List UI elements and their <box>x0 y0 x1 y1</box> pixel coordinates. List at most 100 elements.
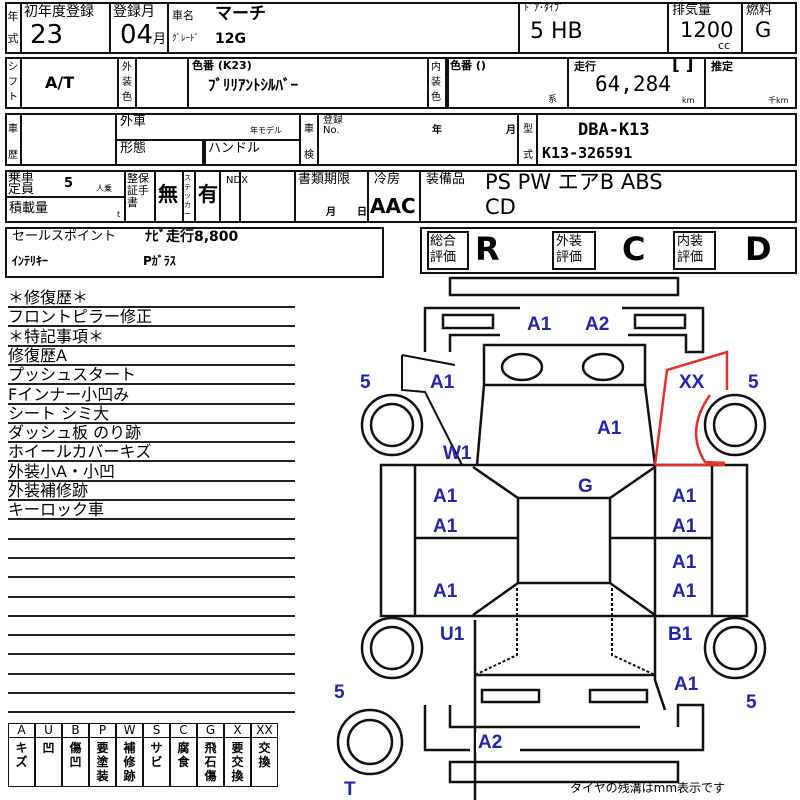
ton-unit: t <box>117 210 121 219</box>
note-line: フロントピラー修正 <box>8 308 295 328</box>
year-unit: 年 <box>432 125 442 136</box>
legend-code: U <box>36 724 61 738</box>
headlamp-left <box>500 352 544 382</box>
int-color-label: 内装色 <box>431 62 441 103</box>
note-line-empty <box>8 636 295 656</box>
hood-front <box>482 343 647 387</box>
note-line: 外装補修跡 <box>8 482 295 501</box>
note-line: ＊特記事項＊ <box>8 327 295 347</box>
legend-code: A <box>9 724 34 738</box>
docs-label: 書類期限 <box>298 172 351 187</box>
rear-glass <box>474 588 656 676</box>
note-line: プッシュスタート <box>8 366 295 386</box>
person-unit: 人乗 <box>96 184 112 193</box>
interior-grade-label: 内装評価 <box>677 234 704 265</box>
interior-label-cell <box>673 231 716 270</box>
headlight-left <box>441 313 495 330</box>
legend-meaning: 補修跡 <box>123 741 136 783</box>
import-label: 外車 <box>120 114 147 129</box>
trunk <box>473 616 667 800</box>
note-line-empty <box>8 675 295 694</box>
damage-mark: A1 <box>672 552 697 573</box>
grade: 12G <box>215 31 246 47</box>
taillight-left <box>480 688 541 704</box>
model-cell <box>517 113 538 166</box>
year-label: 年式 <box>7 10 19 45</box>
note-line: Fインナー小凹み <box>8 385 295 405</box>
legend-item: XX 交換 <box>251 723 278 787</box>
km-unit: km <box>682 96 695 105</box>
shift-cell <box>20 57 119 109</box>
estimate-label: 推定 <box>711 60 733 73</box>
history-label: 車歴 <box>8 124 18 161</box>
sales-point-line-1: ﾅﾋﾞ走行8,800 <box>145 229 239 245</box>
roof <box>516 496 612 585</box>
ac-label: 冷房 <box>374 172 401 187</box>
legend-code: XX <box>252 724 277 738</box>
note-line: 外装小A・小凹 <box>8 462 295 482</box>
legend-meaning: 凹 <box>42 741 55 755</box>
car-name-label: 車名 <box>172 9 194 22</box>
damage-mark: XX <box>679 372 705 393</box>
legend-meaning: 傷凹 <box>69 741 82 769</box>
handle-label: ハンドル <box>208 141 261 156</box>
note-line-empty <box>8 540 295 559</box>
row-basic <box>5 2 797 54</box>
int-color-code-label: 色番 () <box>450 59 486 72</box>
grade-label: ｸﾞﾚｰﾄﾞ <box>172 34 200 44</box>
equipment-line-2: CD <box>485 195 516 219</box>
headlamp-right <box>581 352 625 382</box>
sticker-cell <box>182 170 196 223</box>
reg-month-label: 登録月 <box>113 4 155 20</box>
sticker: 有 <box>198 182 218 206</box>
note-line: ＊修復歴＊ <box>8 289 295 308</box>
mileage: 64,284 <box>595 72 671 96</box>
cabin-outline <box>379 463 749 618</box>
mileage-bracket: [ ] <box>672 55 694 75</box>
month-unit: 月 <box>506 125 516 136</box>
tire-depth: 5 <box>360 372 371 393</box>
capacity-label: 乗車定員 <box>8 170 35 197</box>
legend-meaning: サビ <box>150 741 163 769</box>
month-unit: 月 <box>153 32 167 47</box>
chassis-number: K13-326591 <box>542 144 633 162</box>
damage-mark: A1 <box>597 418 622 439</box>
ndx-cell <box>219 170 241 223</box>
legend-item: B 傷凹 <box>62 723 89 787</box>
note-line-empty <box>8 617 295 637</box>
note-line: シート シミ大 <box>8 404 295 424</box>
rear-bar <box>448 760 680 784</box>
inspection-cell <box>299 113 319 166</box>
body-label: 形態 <box>120 141 147 156</box>
legend-meaning: 交換 <box>258 741 271 769</box>
ac-cell <box>367 170 421 223</box>
legend-meaning: キズ <box>15 741 28 769</box>
legend-code: S <box>144 724 169 738</box>
legend-code: B <box>63 724 88 738</box>
overall-grade-label: 総合評価 <box>430 234 457 265</box>
note-line: ホイールカバーキズ <box>8 443 295 463</box>
warranty: 無 <box>158 182 178 206</box>
replaced-panel-outline <box>653 350 729 467</box>
row-color <box>5 57 797 109</box>
divider <box>445 57 449 109</box>
door-type-label: ﾄﾞｱ･ﾀｲﾌﾟ <box>524 3 564 14</box>
interior-grade: D <box>745 230 772 268</box>
displacement-cell <box>667 2 743 54</box>
damage-mark: A1 <box>430 372 455 393</box>
note-line-empty <box>8 656 295 675</box>
note-line-empty <box>8 559 295 579</box>
fuel-label: 燃料 <box>746 3 773 18</box>
rear-bumper <box>423 703 705 752</box>
damage-mark: A2 <box>585 314 610 335</box>
damage-mark: A1 <box>674 674 699 695</box>
sales-point-line-2b: Pｶﾞﾗｽ <box>143 254 176 268</box>
thousand-km: 千km <box>768 96 789 105</box>
damage-mark: A1 <box>433 581 458 602</box>
shift-label: シフト <box>8 62 18 103</box>
exterior-label-cell <box>552 231 596 270</box>
